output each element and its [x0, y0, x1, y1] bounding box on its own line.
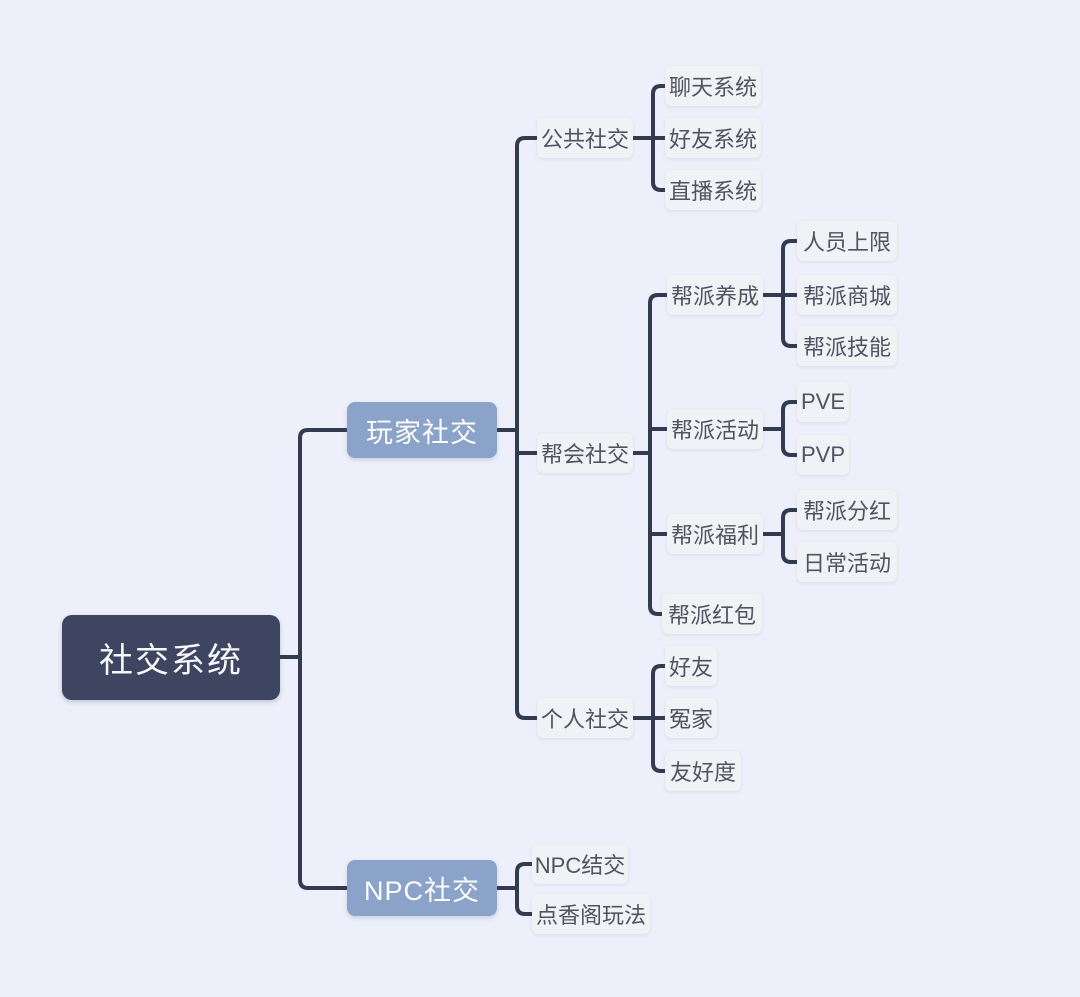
node-pve[interactable]: PVE — [797, 382, 849, 422]
node-dianxiangge-gameplay[interactable]: 点香阁玩法 — [532, 894, 650, 934]
node-guild-red-packet[interactable]: 帮派红包 — [662, 594, 762, 634]
node-guild-social[interactable]: 帮会社交 — [537, 433, 633, 473]
node-guild-activity[interactable]: 帮派活动 — [667, 409, 763, 449]
node-chat-system[interactable]: 聊天系统 — [665, 66, 761, 106]
node-friend-system[interactable]: 好友系统 — [665, 118, 761, 158]
node-member-limit[interactable]: 人员上限 — [797, 221, 897, 261]
node-enemies[interactable]: 冤家 — [665, 698, 717, 738]
node-social-system[interactable]: 社交系统 — [62, 615, 280, 700]
node-friendliness[interactable]: 友好度 — [665, 751, 741, 791]
node-guild-skill[interactable]: 帮派技能 — [797, 326, 897, 366]
node-friends[interactable]: 好友 — [665, 646, 717, 686]
node-guild-dividend[interactable]: 帮派分红 — [797, 490, 897, 530]
node-npc-befriend[interactable]: NPC结交 — [532, 844, 628, 884]
node-daily-activity[interactable]: 日常活动 — [797, 542, 897, 582]
node-public-social[interactable]: 公共社交 — [537, 118, 633, 158]
node-npc-social[interactable]: NPC社交 — [347, 860, 497, 916]
node-personal-social[interactable]: 个人社交 — [537, 698, 633, 738]
node-player-social[interactable]: 玩家社交 — [347, 402, 497, 458]
node-pvp[interactable]: PVP — [797, 435, 849, 475]
node-guild-shop[interactable]: 帮派商城 — [797, 275, 897, 315]
node-guild-welfare[interactable]: 帮派福利 — [667, 514, 763, 554]
node-live-system[interactable]: 直播系统 — [665, 170, 761, 210]
node-guild-development[interactable]: 帮派养成 — [667, 275, 763, 315]
